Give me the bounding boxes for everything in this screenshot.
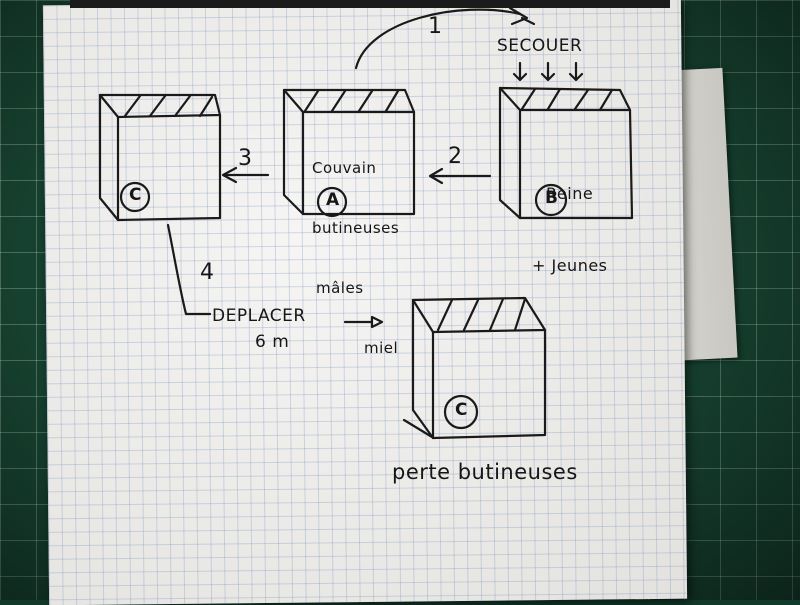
hive-a-line-3: mâles [316,279,364,297]
hive-c-left [98,93,222,222]
hive-a-letter: A [326,190,340,210]
hive-b-contents: Reine + Jeunes [532,134,608,326]
hive-c-bottom-letter: C [455,400,468,420]
binder-strip [70,0,670,8]
step-2-label: 2 [448,144,463,169]
step-3-label: 3 [238,146,253,171]
hive-a-line-4: miel [364,339,399,357]
arrow-step-4 [166,223,384,329]
hive-a [282,88,416,218]
arrow-step-3 [221,166,270,184]
distance-label: 6 m [255,332,290,352]
step-4-label: 4 [200,260,215,285]
shake-arrows [512,61,584,82]
hive-c-bottom [402,296,547,440]
shake-label: SECOUER [497,36,583,56]
hive-c-left-letter: C [129,185,142,205]
step-1-label: 1 [428,14,443,39]
hive-b-line-2: + Jeunes [532,256,608,275]
hive-c-left-circle [119,181,151,213]
hive-b-circle [534,183,568,217]
hive-c-bottom-circle [443,394,479,430]
hive-b-line-1: Reine [546,184,594,203]
hive-a-circle [316,186,348,218]
hive-a-line-2: butineuses [312,219,400,237]
forager-loss-caption: perte butineuses [392,460,578,484]
hive-b-letter: B [545,188,559,208]
hive-a-contents: Couvain butineuses mâles miel [312,118,399,398]
hive-b [498,86,634,220]
arrow-step-1 [354,6,536,70]
arrow-step-2 [428,167,492,185]
hive-a-line-1: Couvain [312,159,377,177]
move-label: DEPLACER [212,306,306,326]
